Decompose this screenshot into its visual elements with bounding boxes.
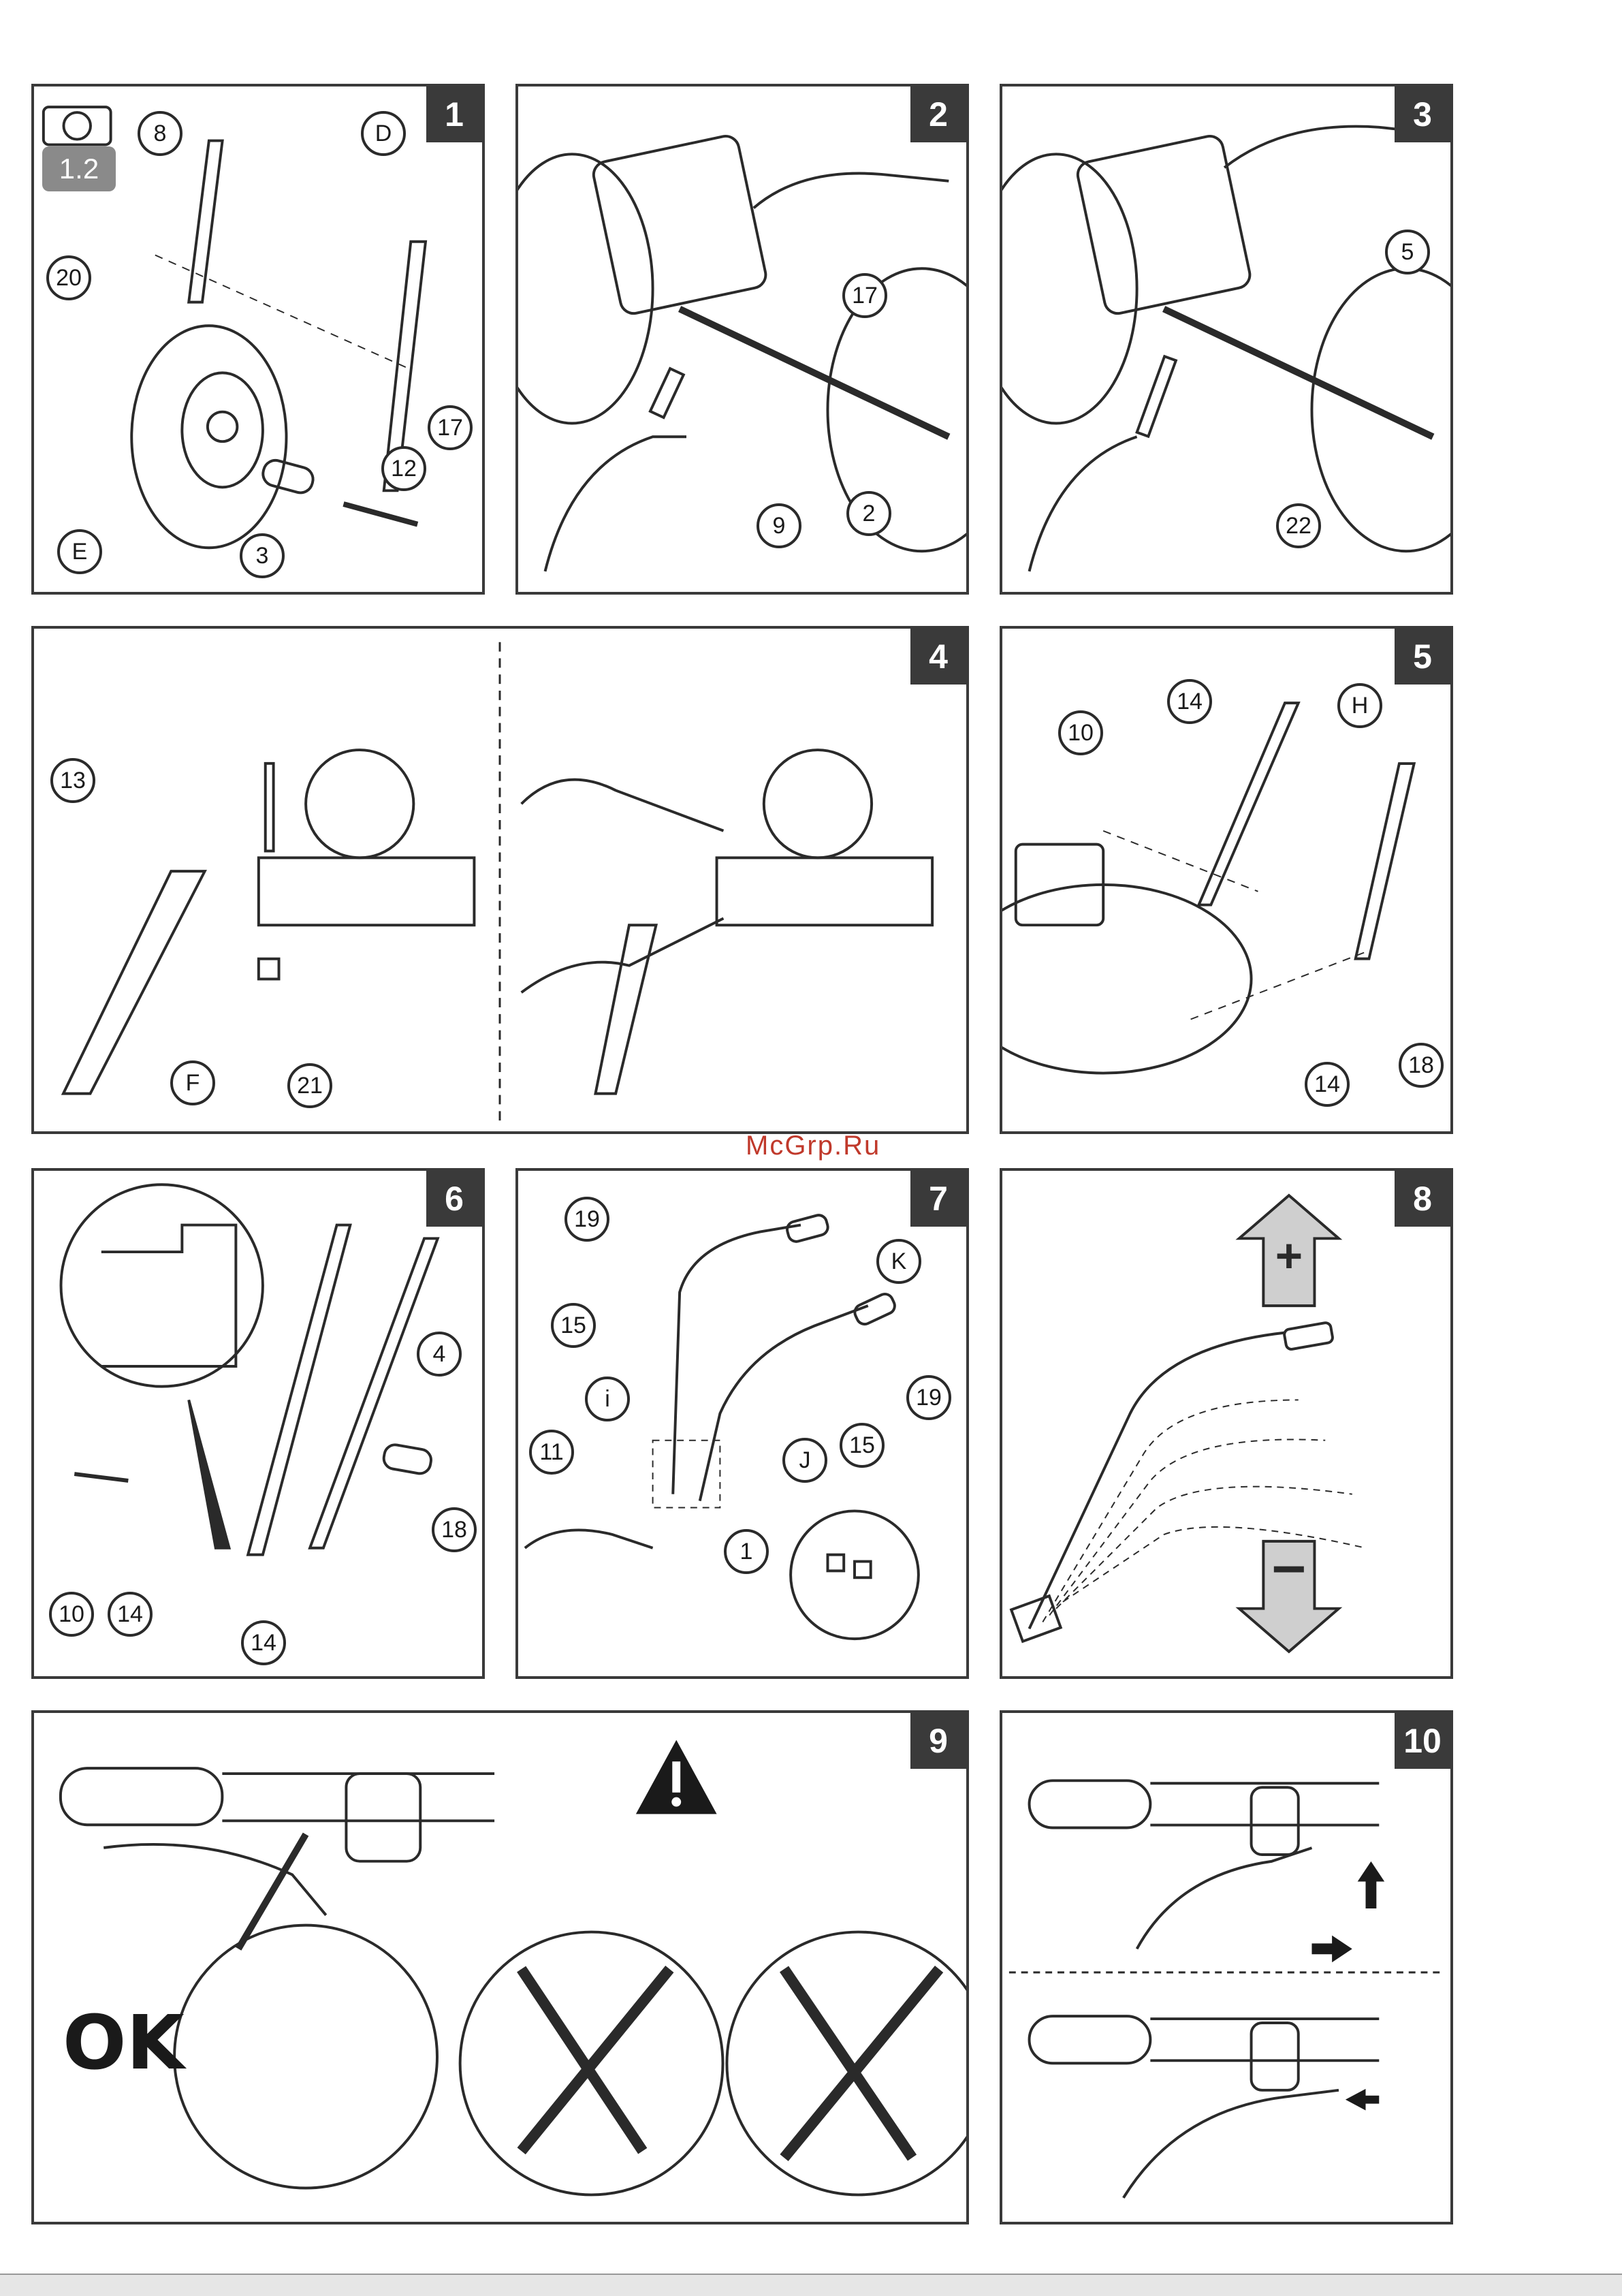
callout: 12	[381, 446, 426, 491]
callout: H	[1337, 683, 1382, 728]
arrow-right-icon	[1311, 1936, 1352, 1963]
callout: 10	[1058, 710, 1103, 755]
panel-1: 1 1.2 8 D 20 17 12 E 3	[31, 84, 485, 595]
engine-bracket-illustration	[518, 87, 966, 592]
panel-8: + – 8	[1000, 1168, 1453, 1679]
handle-height-illustration	[34, 1171, 482, 1676]
callout: 17	[842, 273, 887, 318]
callout: 15	[551, 1303, 596, 1348]
ok-label: OK	[63, 1999, 185, 2086]
panel-2: 2 17 9 2	[515, 84, 969, 595]
callout: 19	[906, 1375, 951, 1420]
callout: 18	[432, 1507, 477, 1552]
callout: 18	[1399, 1043, 1444, 1088]
panel-number: 9	[910, 1713, 966, 1769]
callout: i	[585, 1377, 630, 1421]
callout: F	[170, 1060, 215, 1105]
height-adjust-illustration: + –	[1002, 1171, 1450, 1676]
callout: 2	[846, 491, 891, 536]
plus-sign: +	[1275, 1229, 1303, 1283]
callout: 4	[417, 1332, 462, 1377]
callout: 15	[840, 1423, 885, 1468]
callout: 3	[240, 533, 285, 578]
panel-number: 5	[1395, 629, 1450, 685]
callout: E	[57, 529, 102, 574]
callout: 14	[1305, 1062, 1350, 1107]
callout: D	[361, 111, 406, 156]
panel-4: 4 13 F 21	[31, 626, 969, 1134]
panel-5: 5 10 14 H 14 18	[1000, 626, 1453, 1134]
callout: 1	[724, 1529, 769, 1574]
callout: K	[876, 1239, 921, 1284]
pin-insert-illustration	[1002, 87, 1450, 592]
panel-6: 6 4 18 10 14 14	[31, 1168, 485, 1679]
panel-9: 9 OK	[31, 1710, 969, 2224]
arrow-left-icon	[1346, 2089, 1379, 2111]
panel-3: 3 5 22	[1000, 84, 1453, 595]
panel-10: 10	[1000, 1710, 1453, 2224]
callout: 20	[46, 255, 91, 300]
arrow-up-icon	[1358, 1861, 1385, 1908]
minus-sign: –	[1272, 1531, 1305, 1599]
panel-number: 8	[1395, 1171, 1450, 1227]
panel-number: 10	[1395, 1713, 1450, 1769]
panel-number: 4	[910, 629, 966, 685]
callout: 5	[1385, 230, 1430, 274]
callout: 10	[49, 1592, 94, 1637]
handle-bracket-illustration	[1002, 629, 1450, 1131]
callout: 11	[529, 1430, 574, 1475]
callout: 19	[564, 1197, 609, 1242]
callout: 9	[757, 503, 801, 548]
lever-adjust-illustration	[1002, 1713, 1450, 2222]
panel-7: 7 19 K 15 i 11 J 15 19 1	[515, 1168, 969, 1679]
callout: 22	[1276, 503, 1321, 548]
callout: 21	[287, 1063, 332, 1108]
callout: 13	[50, 758, 95, 803]
callout: J	[782, 1438, 827, 1483]
throttle-cable-illustration	[34, 1713, 966, 2222]
callout: 14	[241, 1620, 286, 1665]
section-badge: 1.2	[42, 146, 116, 191]
panel-number: 7	[910, 1171, 966, 1227]
panel-number: 1	[426, 87, 482, 142]
tine-mount-illustration	[34, 629, 966, 1131]
page-footer	[0, 2274, 1622, 2296]
callout: 17	[428, 405, 473, 450]
callout: 14	[1167, 679, 1212, 724]
panel-number: 6	[426, 1171, 482, 1227]
panel-number: 2	[910, 87, 966, 142]
callout: 8	[138, 111, 182, 156]
watermark: McGrp.Ru	[746, 1131, 880, 1161]
panel-number: 3	[1395, 87, 1450, 142]
callout: 14	[108, 1592, 153, 1637]
